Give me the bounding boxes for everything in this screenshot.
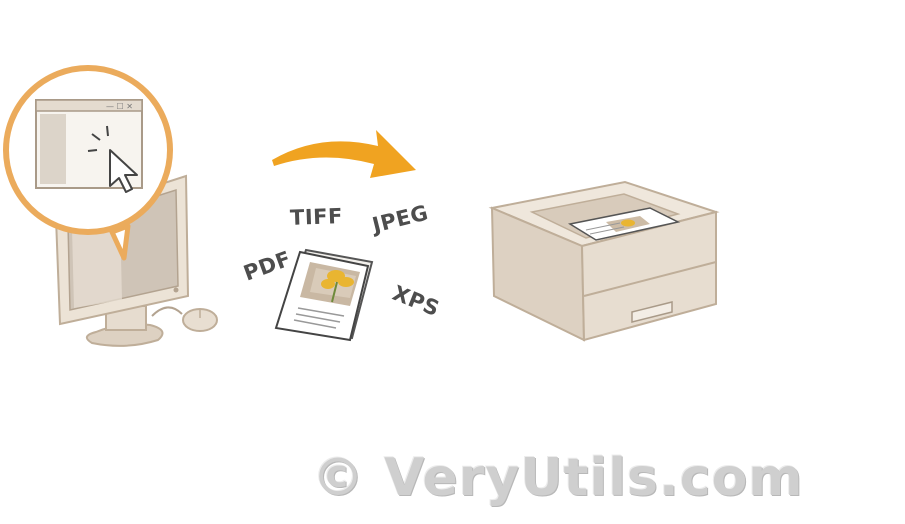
format-label-tiff: TIFF (290, 204, 344, 230)
printer-icon (492, 182, 716, 340)
svg-text:— ☐ ✕: — ☐ ✕ (106, 102, 133, 111)
watermark-text: © VeryUtils.com (312, 448, 803, 508)
arrow-icon (272, 130, 416, 178)
mouse-icon (152, 307, 217, 331)
